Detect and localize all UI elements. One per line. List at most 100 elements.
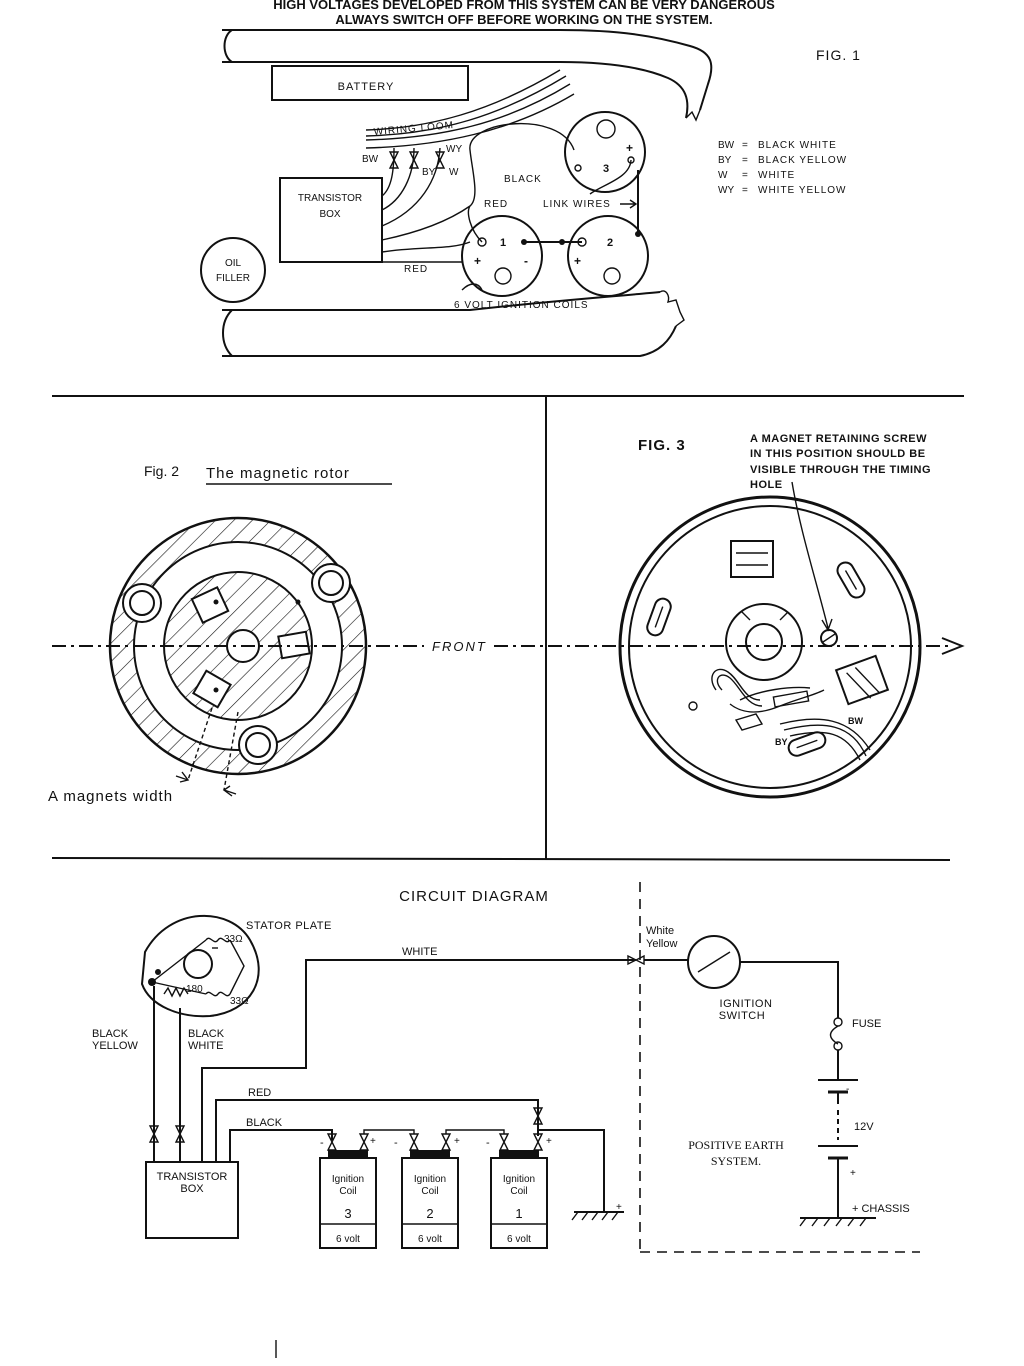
circuit-positive-earth-1: POSITIVE EARTH [688, 1138, 784, 1152]
circuit-black-yellow-1: BLACK [92, 1028, 129, 1040]
fig2-magnets-width: A magnets width [48, 788, 173, 805]
svg-text:+: + [850, 1168, 856, 1179]
circuit-stator-plate [140, 914, 260, 1018]
warning-line-1: HIGH VOLTAGES DEVELOPED FROM THIS SYSTEM… [273, 0, 775, 12]
fig1-legend-name-1: BLACK YELLOW [758, 155, 847, 166]
fig3-note: A MAGNET RETAINING SCREW IN THIS POSITIO… [750, 433, 931, 491]
fig1-legend-code-3: WY [718, 185, 734, 196]
front-centerline [52, 637, 965, 655]
fig1-black-label: BLACK [504, 174, 542, 185]
circuit-coil-2-volt: 6 volt [418, 1234, 442, 1245]
fig1-coil-3-number: 3 [603, 163, 609, 175]
fig2-front-label: FRONT [432, 639, 487, 654]
fig3-stator-plate [618, 495, 922, 799]
circuit-coil-3-name-1: Ignition [332, 1174, 364, 1185]
circuit-coil-1-number: 1 [515, 1206, 522, 1221]
circuit-box-wiring [201, 954, 645, 1162]
svg-text:-: - [486, 1137, 490, 1149]
circuit-white-yellow-1: White [646, 925, 674, 937]
fig1-transistor-box [279, 177, 383, 263]
svg-text:+: + [616, 1202, 622, 1213]
svg-text:=: = [742, 155, 748, 166]
fig1-oil-filler [200, 237, 266, 303]
fig1-oil-filler-line2: FILLER [216, 273, 250, 284]
circuit-coil-3-name-2: Coil [339, 1186, 356, 1197]
circuit-transistor-box-line2: BOX [180, 1183, 204, 1195]
fig1-coil-2: + [567, 215, 649, 297]
fig1-oil-filler-line1: OIL [225, 258, 242, 269]
circuit-white-yellow-2: Yellow [646, 938, 677, 950]
fig1-red-label: RED [484, 199, 508, 210]
svg-text:=: = [742, 170, 748, 181]
warning-line-2: ALWAYS SWITCH OFF BEFORE WORKING ON THE … [335, 12, 712, 27]
fig1-label: FIG. 1 [816, 47, 861, 63]
fig1-legend-name-3: WHITE YELLOW [758, 185, 847, 196]
svg-text:+: + [546, 1136, 552, 1147]
fig1-wire-bw: BW [362, 154, 379, 165]
circuit-stator-leads [148, 986, 186, 1162]
circuit-ignition-switch: - + [644, 935, 876, 1227]
svg-text:-: - [394, 1137, 398, 1149]
fig1-link-wires-label: LINK WIRES [543, 199, 611, 210]
fig1-battery-label: BATTERY [338, 81, 395, 93]
svg-text:-: - [524, 254, 528, 268]
circuit-black-white-1: BLACK [188, 1028, 225, 1040]
fig1-wiring-loom [365, 69, 575, 149]
circuit-black-white-2: WHITE [188, 1040, 223, 1052]
circuit-title: CIRCUIT DIAGRAM [399, 888, 549, 905]
fig1-transistor-box-line2: BOX [319, 209, 340, 220]
circuit-positive-earth-2: SYSTEM. [711, 1154, 761, 1168]
circuit-dashed-enclosure [639, 882, 920, 1253]
svg-text:-: - [320, 1137, 324, 1149]
fig1-drawing [222, 29, 713, 357]
circuit-transistor-box [145, 1161, 239, 1239]
circuit-stator-plate-label: STATOR PLATE [246, 920, 332, 932]
fig3-note-line2: IN THIS POSITION SHOULD BE [750, 448, 926, 460]
circuit-chassis-label: + CHASSIS [852, 1203, 910, 1215]
svg-text:=: = [742, 140, 748, 151]
circuit-coil-3-volt: 6 volt [336, 1234, 360, 1245]
circuit-coil-3 [319, 1133, 377, 1249]
circuit-red-label: RED [248, 1087, 271, 1099]
fig1-legend-name-0: BLACK WHITE [758, 140, 837, 151]
fig1-battery [271, 65, 469, 101]
fig1-wiring-loom-label: WIRING LOOM [373, 120, 454, 138]
fig3-by-label: BY [775, 737, 788, 747]
circuit-ignition-switch-line2: SWITCH [719, 1010, 765, 1022]
fig1-coils-caption: 6 VOLT IGNITION COILS [454, 300, 589, 311]
circuit-black-label: BLACK [246, 1117, 283, 1129]
circuit-coil-1-volt: 6 volt [507, 1234, 531, 1245]
fig1-connectors [388, 151, 446, 169]
circuit-coil-2-name-2: Coil [421, 1186, 438, 1197]
fig1-link-wires-arrow [620, 199, 638, 209]
fig1-red-lower-label: RED [404, 264, 428, 275]
fig1-legend-name-2: WHITE [758, 170, 795, 181]
fig1-coil-3: + [564, 111, 646, 193]
svg-text:=: = [742, 185, 748, 196]
svg-text:+: + [626, 141, 633, 155]
fig1-wire-by: BY [422, 167, 436, 178]
circuit-transistor-box-line1: TRANSISTOR [157, 1171, 228, 1183]
circuit-coil-1-name-1: Ignition [503, 1174, 535, 1185]
fig3-bw-label: BW [848, 716, 863, 726]
fig1-wire-wy: WY [446, 144, 462, 155]
fig1-legend-code-0: BW [718, 140, 735, 151]
fig1-wire-w: W [449, 167, 459, 178]
circuit-resistor-33b: 33Ω [230, 996, 249, 1007]
svg-text:+: + [574, 254, 581, 268]
section-dividers [51, 395, 964, 861]
fig1-coil-1-number: 1 [500, 237, 506, 249]
fig3-note-line4: HOLE [750, 479, 783, 491]
fig1-legend-code-1: BY [718, 155, 732, 166]
circuit-fuse-label: FUSE [852, 1018, 881, 1030]
circuit-resistor-180: 180 [186, 984, 203, 995]
fig2-label: Fig. 2 [144, 463, 179, 479]
fig1-link-wire-lines [467, 159, 641, 245]
circuit-battery-voltage: 12V [854, 1121, 874, 1133]
circuit-ignition-switch-line1: IGNITION [720, 998, 773, 1010]
circuit-black-yellow-2: YELLOW [92, 1040, 138, 1052]
svg-text:-: - [846, 1084, 849, 1095]
circuit-coil-2-number: 2 [426, 1206, 433, 1221]
fig1-coil-1: + - [461, 215, 543, 297]
circuit-coil-1-name-2: Coil [510, 1186, 527, 1197]
